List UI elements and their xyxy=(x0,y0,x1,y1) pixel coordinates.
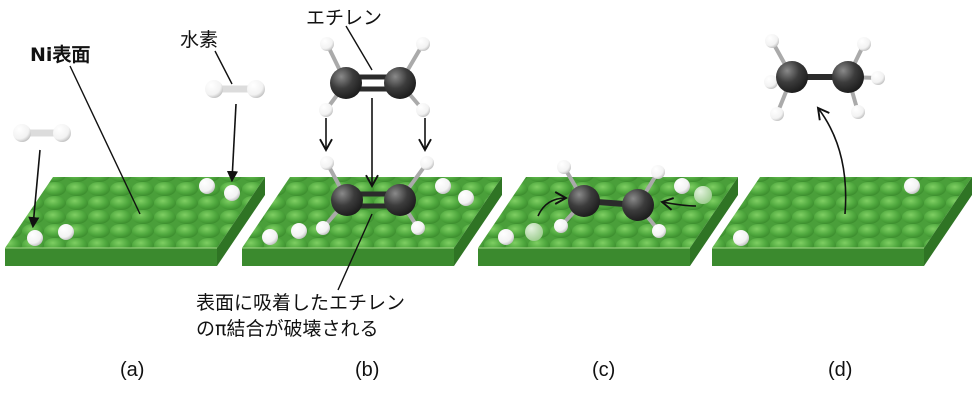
ni-surface-c xyxy=(478,177,738,266)
hydrogen-atom xyxy=(498,229,514,245)
hydrogen-label: 水素 xyxy=(180,29,219,51)
migration-arrow xyxy=(537,191,568,217)
hydrogen-molecule xyxy=(205,80,265,98)
adsorbed-caption-line1: 表面に吸着したエチレン xyxy=(196,292,406,314)
ethylene-label: エチレン xyxy=(306,7,383,29)
ni-surface-label: Ni表面 xyxy=(30,44,91,66)
hydrogen-leader xyxy=(214,50,233,85)
hydrogen-atom xyxy=(224,185,240,201)
hydrogen-atom xyxy=(458,190,474,206)
desorption-arrow xyxy=(816,106,847,215)
panel-label-c: (c) xyxy=(592,359,616,381)
ethylene-molecule xyxy=(319,37,430,117)
panel-label-d: (d) xyxy=(828,359,853,381)
hydrogen-atom xyxy=(199,178,215,194)
hydrogen-atom xyxy=(904,178,920,194)
hydrogen-molecule xyxy=(13,124,71,142)
ethylene-leader xyxy=(345,25,373,71)
hydrogen-atom xyxy=(291,223,307,239)
panel-a xyxy=(5,50,265,266)
hydrogen-atom xyxy=(733,230,749,246)
migration-arrow xyxy=(660,197,697,211)
hydrogen-atom xyxy=(27,230,43,246)
hydrogen-atom xyxy=(435,178,451,194)
hydrogen-atom xyxy=(58,224,74,240)
adsorption-arrow xyxy=(28,149,41,229)
hydrogen-atom xyxy=(674,178,690,194)
panel-label-b: (b) xyxy=(355,359,380,381)
adsorbed-ethylene xyxy=(316,156,434,235)
adsorbed-leader xyxy=(337,213,373,291)
panel-c xyxy=(478,160,738,266)
ni-surface-b xyxy=(242,177,502,266)
adsorption-arrow xyxy=(226,103,239,183)
adsorbed-caption-line2: のπ結合が破壊される xyxy=(196,318,379,340)
migrating-hydrogen xyxy=(694,186,712,204)
reacting-ethylene xyxy=(554,160,666,238)
migrating-hydrogen xyxy=(525,223,543,241)
ni-surface-d xyxy=(712,177,972,266)
panel-b xyxy=(242,25,502,291)
panel-d xyxy=(712,34,972,266)
hydrogen-atom xyxy=(262,229,278,245)
ni-surface-leader xyxy=(69,65,141,215)
panel-label-a: (a) xyxy=(120,359,145,381)
ethane-molecule xyxy=(764,34,885,121)
